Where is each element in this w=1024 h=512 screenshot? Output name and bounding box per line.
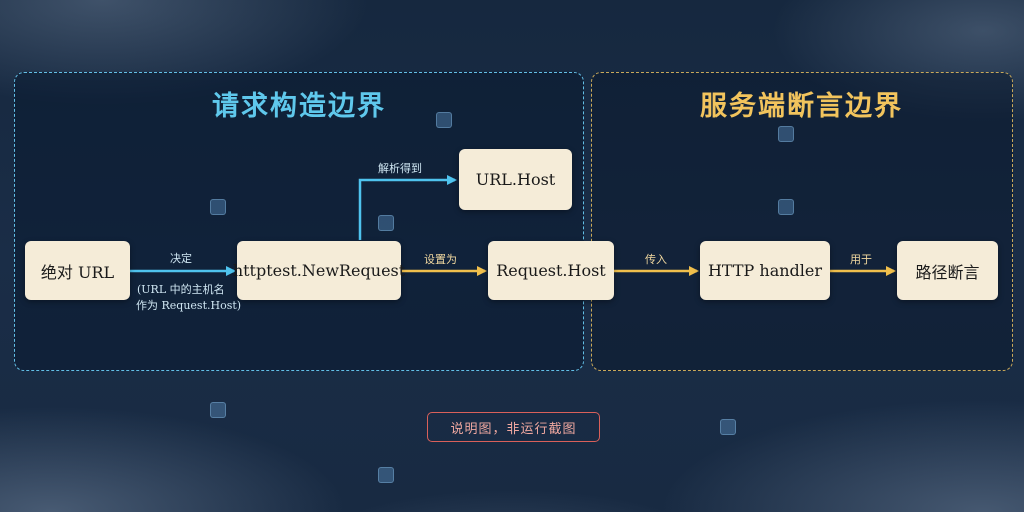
edge-note-line-2: 作为 Request.Host) <box>136 299 242 312</box>
watermark-icon <box>378 467 394 483</box>
edge-label-pass-in: 传入 <box>645 253 667 266</box>
edge-label-used-for: 用于 <box>850 253 872 266</box>
server-assertion-boundary <box>591 72 1013 371</box>
watermark-icon <box>436 112 452 128</box>
watermark-icon <box>378 215 394 231</box>
edge-note-line-1: (URL 中的主机名 <box>137 283 225 296</box>
node-request-host: Request.Host <box>488 241 614 300</box>
watermark-icon <box>210 199 226 215</box>
watermark-icon <box>778 126 794 142</box>
request-construction-boundary <box>14 72 584 371</box>
node-http-handler: HTTP handler <box>700 241 830 300</box>
watermark-icon <box>778 199 794 215</box>
watermark-icon <box>720 419 736 435</box>
watermark-icon <box>210 402 226 418</box>
node-absolute-url: 绝对 URL <box>25 241 130 300</box>
edge-parse <box>358 175 457 240</box>
edge-label-decide: 决定 <box>170 252 192 265</box>
node-url-host: URL.Host <box>459 149 572 210</box>
caption-badge: 说明图，非运行截图 <box>427 412 600 442</box>
request-boundary-title: 请求构造边界 <box>212 91 386 122</box>
server-boundary-title: 服务端断言边界 <box>700 91 903 122</box>
edge-label-set-as: 设置为 <box>424 253 457 266</box>
node-route-assertion: 路径断言 <box>897 241 998 300</box>
edge-label-parse: 解析得到 <box>378 162 422 175</box>
node-httptest-newrequest: httptest.NewRequest <box>233 241 405 300</box>
